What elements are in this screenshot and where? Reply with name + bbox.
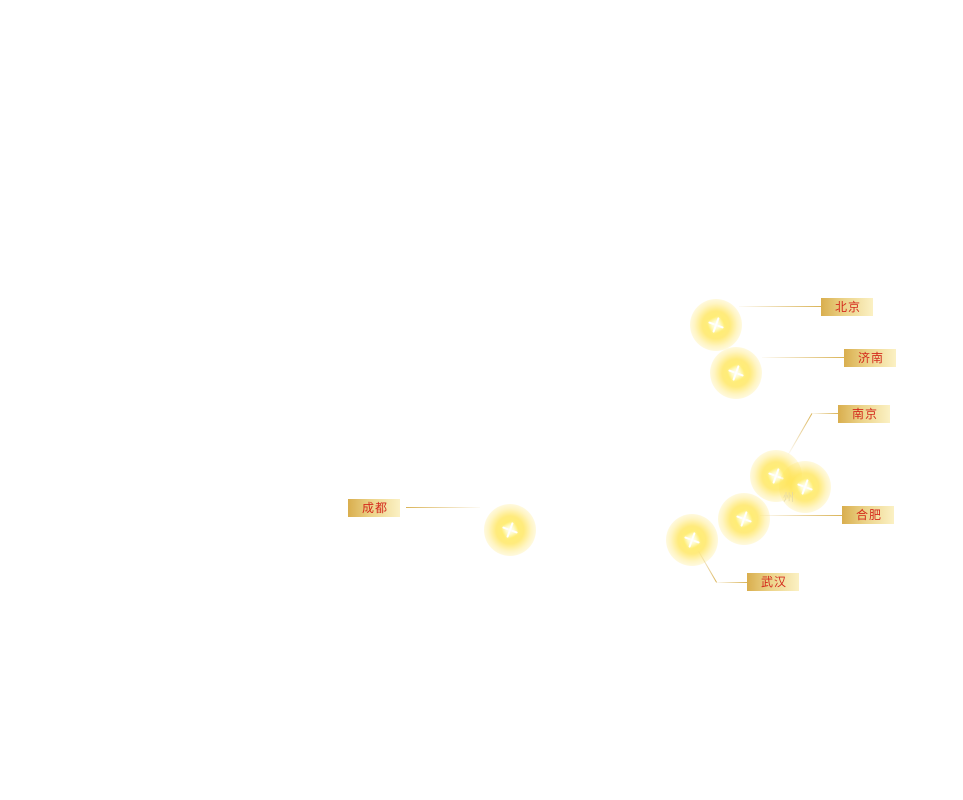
wuhan-leader-line [716, 582, 747, 583]
city-label-wuhan[interactable]: 武汉 [747, 573, 800, 591]
hefei-marker-glow[interactable] [718, 493, 770, 545]
chengdu-leader-line [406, 507, 480, 508]
city-label-beijing[interactable]: 北京 [821, 298, 874, 316]
city-label-jinan[interactable]: 济南 [844, 349, 897, 367]
city-label-nanjing[interactable]: 南京 [838, 405, 891, 423]
faint-map-label: 州 [783, 491, 794, 504]
city-label-hefei[interactable]: 合肥 [842, 506, 895, 524]
extra-marker-glow[interactable] [779, 461, 831, 513]
wuhan-marker-glow[interactable] [666, 514, 718, 566]
beijing-leader-line [739, 306, 821, 307]
nanjing-leader-line-diagonal [788, 413, 813, 455]
hefei-leader-line [760, 515, 842, 516]
jinan-marker-glow[interactable] [710, 347, 762, 399]
jinan-leader-line [762, 357, 844, 358]
city-label-chengdu[interactable]: 成都 [348, 499, 401, 517]
nanjing-leader-line [811, 413, 838, 414]
beijing-marker-glow[interactable] [690, 299, 742, 351]
chengdu-marker-glow[interactable] [484, 504, 536, 556]
